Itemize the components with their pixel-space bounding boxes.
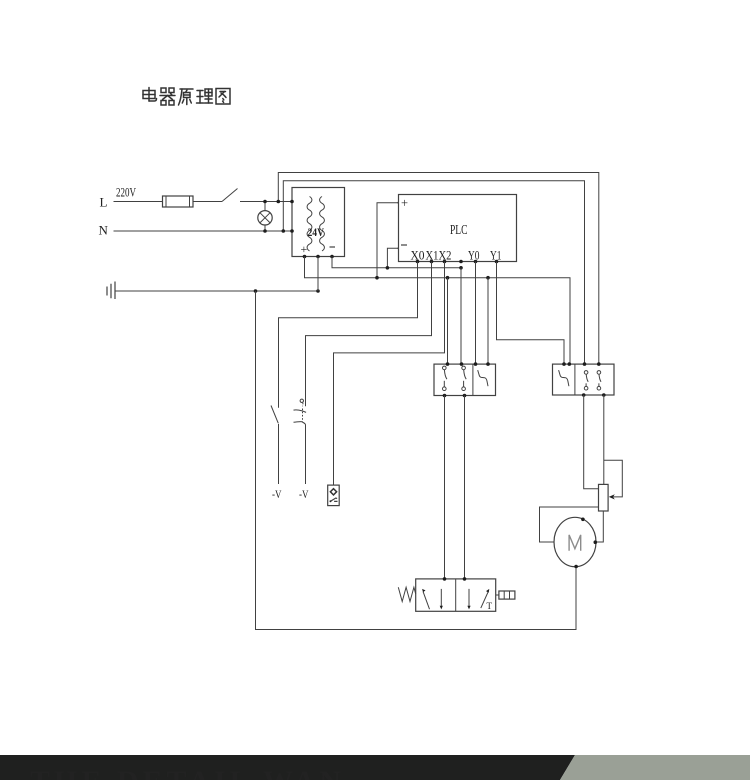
svg-text:N: N	[99, 223, 109, 238]
svg-text:Y0: Y0	[468, 248, 480, 263]
svg-text:PLC: PLC	[450, 223, 468, 238]
svg-text:L: L	[100, 195, 108, 210]
svg-text:X0: X0	[411, 248, 425, 263]
svg-text:X2: X2	[439, 248, 452, 263]
svg-text:T: T	[487, 601, 493, 611]
svg-text:Y1: Y1	[490, 248, 502, 263]
svg-text:220V: 220V	[116, 185, 136, 200]
svg-text:-V: -V	[272, 487, 282, 501]
svg-text:-V: -V	[299, 487, 309, 501]
svg-text:X1: X1	[426, 248, 439, 263]
svg-text:THE DETAIL WAN: THE DETAIL WAN	[30, 765, 345, 780]
svg-text:+: +	[401, 196, 408, 210]
svg-text:+: +	[301, 242, 308, 256]
svg-text:24V: 24V	[308, 225, 325, 239]
